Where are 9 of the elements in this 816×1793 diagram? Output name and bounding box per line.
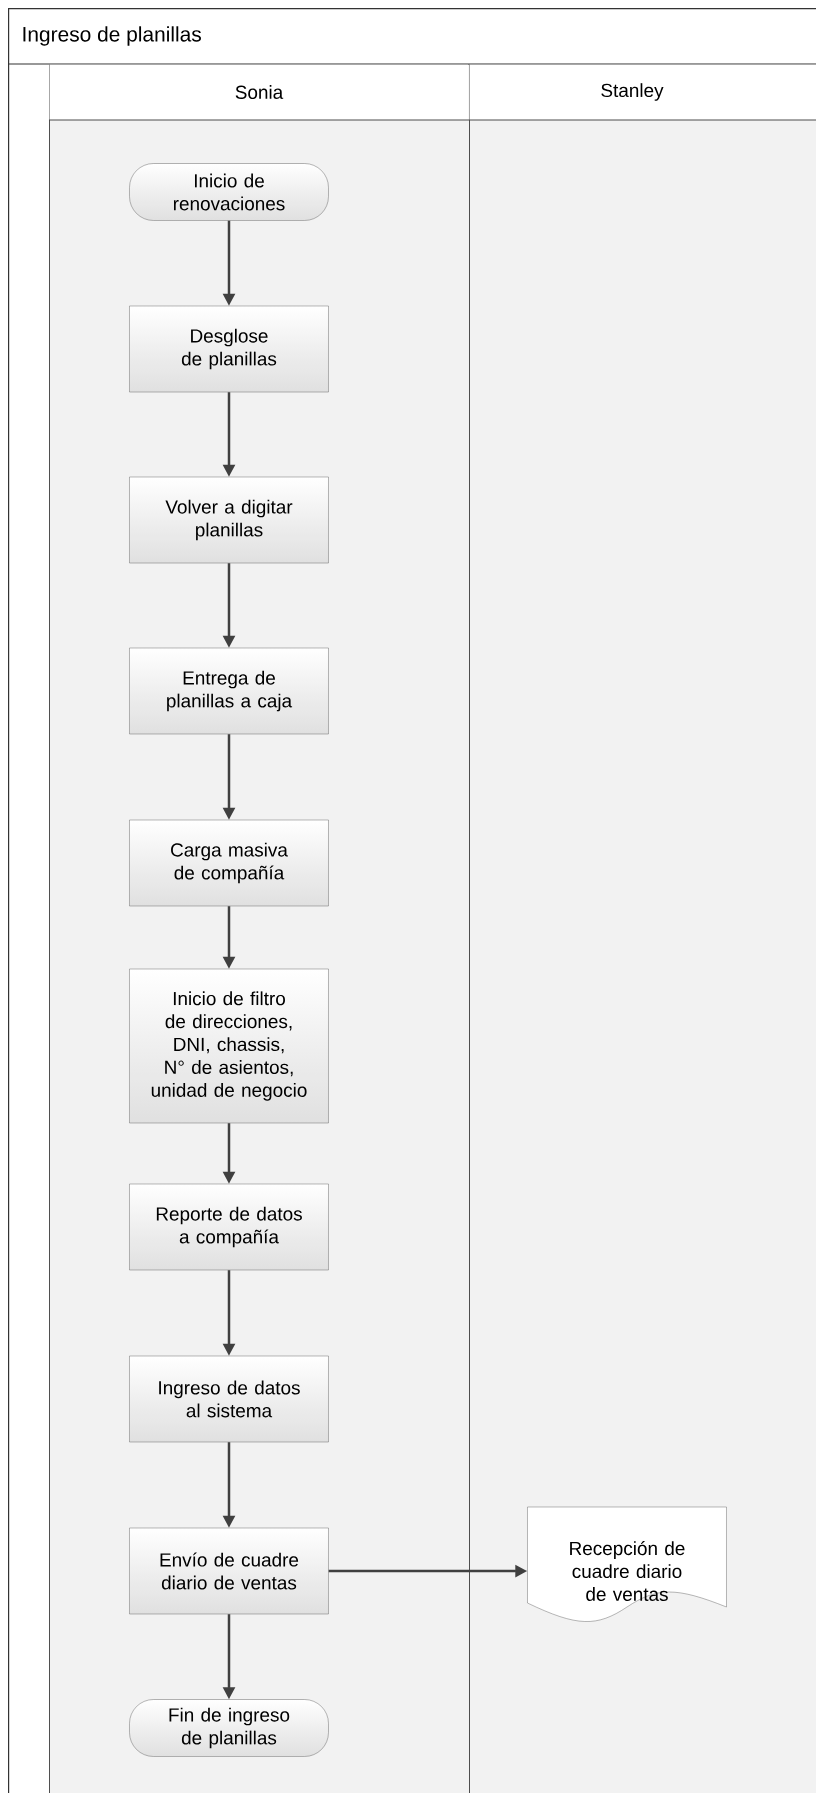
process-box: Desglose de planillas xyxy=(129,305,329,393)
process-box: Volver a digitar planillas xyxy=(129,476,329,564)
process-box: Carga masiva de compañía xyxy=(129,819,329,907)
process-box: Entrega de planillas a caja xyxy=(129,647,329,735)
process-box: Reporte de datos a compañía xyxy=(129,1183,329,1271)
process-box: Ingreso de datos al sistema xyxy=(129,1355,329,1443)
process-box: Inicio de filtro de direcciones, DNI, chassis, N° de asientos, unidad de negocio xyxy=(129,968,329,1124)
node-label: Sonia xyxy=(235,85,284,99)
process-box: Envío de cuadre diario de ventas xyxy=(129,1527,329,1615)
